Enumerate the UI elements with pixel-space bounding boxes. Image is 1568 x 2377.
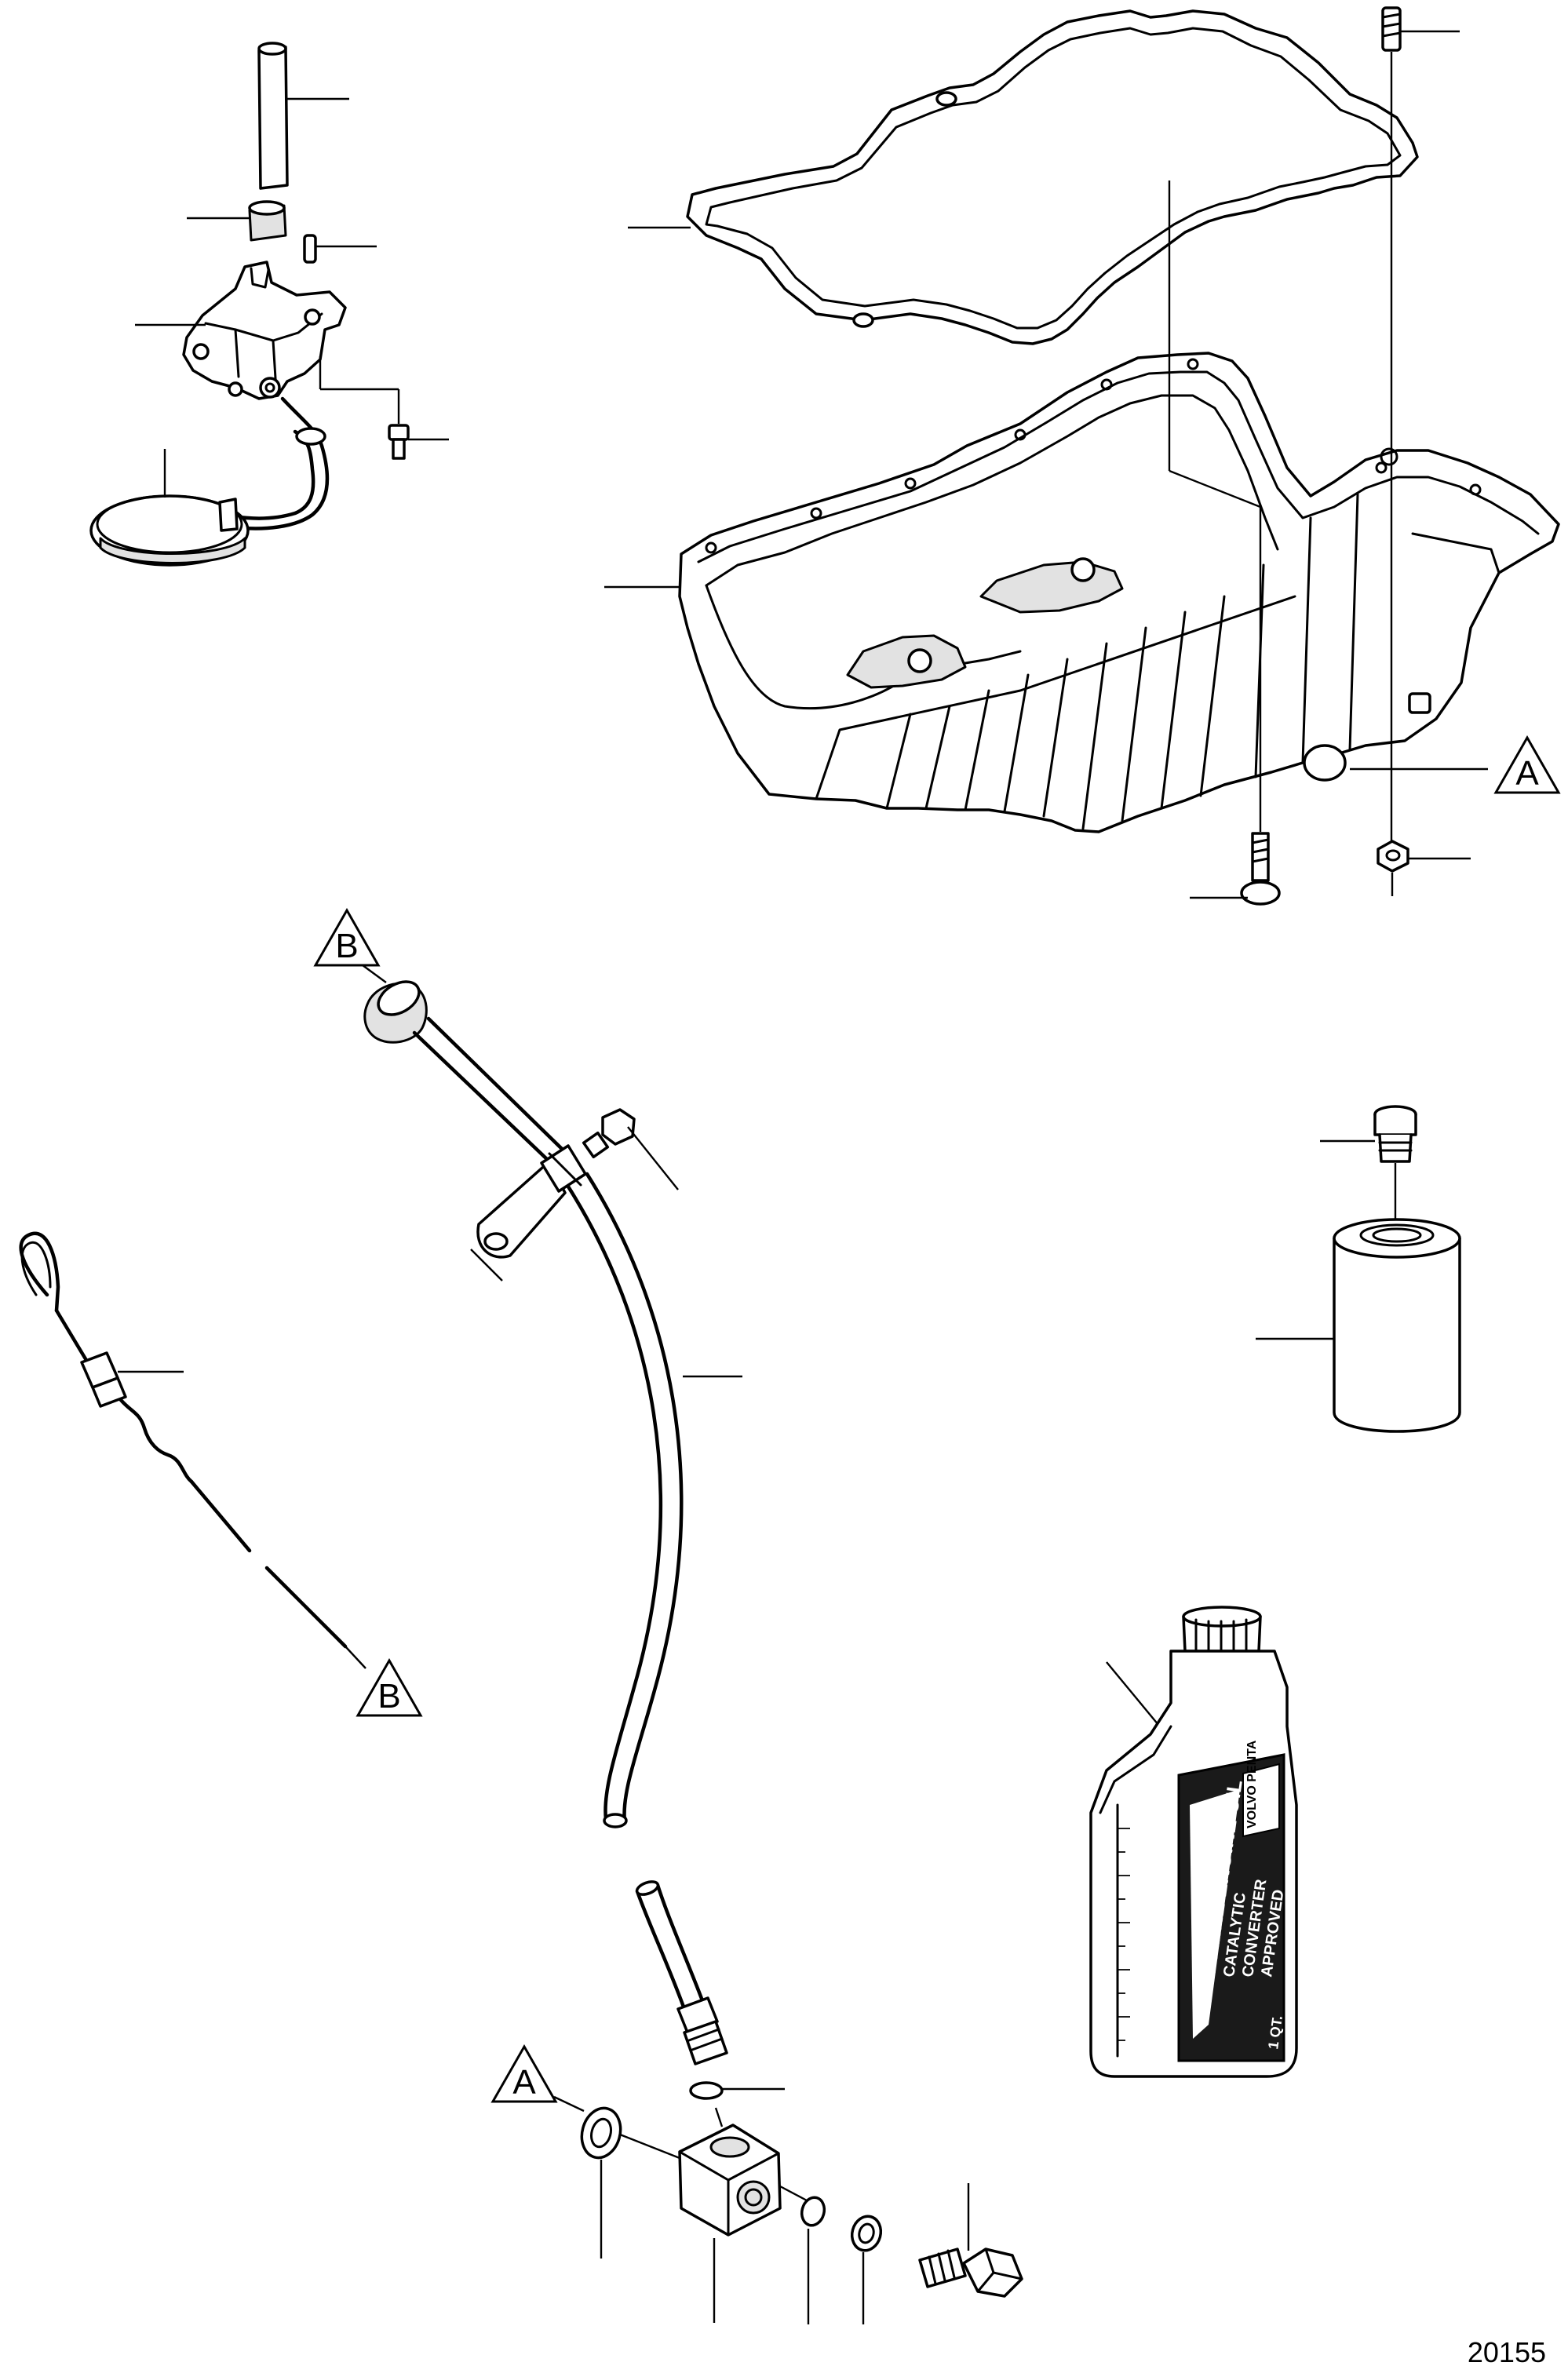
drain-adapter-block xyxy=(678,2124,808,2323)
dipstick-tube-assembly: B xyxy=(313,907,742,1828)
dipstick: B xyxy=(19,1231,423,1717)
sealing-washer-medium xyxy=(850,2215,883,2324)
oil-pump-assembly xyxy=(89,42,449,567)
fitting-o-ring xyxy=(689,2081,785,2127)
pump-shaft-sleeve xyxy=(187,200,287,242)
callout-b-upper: B xyxy=(313,907,387,983)
drain-hose-fitting xyxy=(676,1996,728,2065)
oil-pickup-tube xyxy=(232,396,330,530)
pump-mounting-bolt xyxy=(319,356,449,460)
filter-adapter-nipple xyxy=(1320,1105,1417,1224)
oil-filter xyxy=(1256,1218,1461,1433)
callout-a-bottom-label: A xyxy=(512,2063,536,2102)
sealing-washer-large xyxy=(580,2106,680,2259)
oil-pan-gasket xyxy=(628,9,1419,345)
sealing-washer-small xyxy=(800,2196,826,2324)
oil-pan-stud xyxy=(1381,6,1460,843)
pump-locating-pin xyxy=(303,234,377,264)
oil-drain-assembly: A xyxy=(490,1880,1023,2324)
drawing-reference-number: 20155 xyxy=(1468,2336,1546,2368)
engine-oil-bottle: VOLVO PENTA GASOLINE ENGINE OIL CATALYTI… xyxy=(1089,1606,1298,2078)
callout-b-upper-label: B xyxy=(335,927,358,965)
callout-b-lower: B xyxy=(356,1657,423,1717)
pump-drive-shaft xyxy=(257,42,349,190)
oil-pan xyxy=(604,352,1560,833)
callout-a-top-right-label: A xyxy=(1515,754,1539,793)
oil-pan-bolt xyxy=(1168,180,1281,906)
bottle-brand: VOLVO PENTA xyxy=(1245,1740,1259,1828)
callout-a-top-right: A xyxy=(1350,735,1561,794)
oil-filter-assembly xyxy=(1256,1105,1461,1433)
drain-plug xyxy=(918,2183,1023,2298)
oil-pump-body xyxy=(135,261,347,400)
drain-hose xyxy=(635,1880,706,2011)
oil-pickup-screen xyxy=(89,449,250,567)
oil-pan-nut xyxy=(1377,840,1471,896)
callout-a-bottom: A xyxy=(490,2043,585,2113)
callout-b-lower-label: B xyxy=(377,1677,400,1715)
